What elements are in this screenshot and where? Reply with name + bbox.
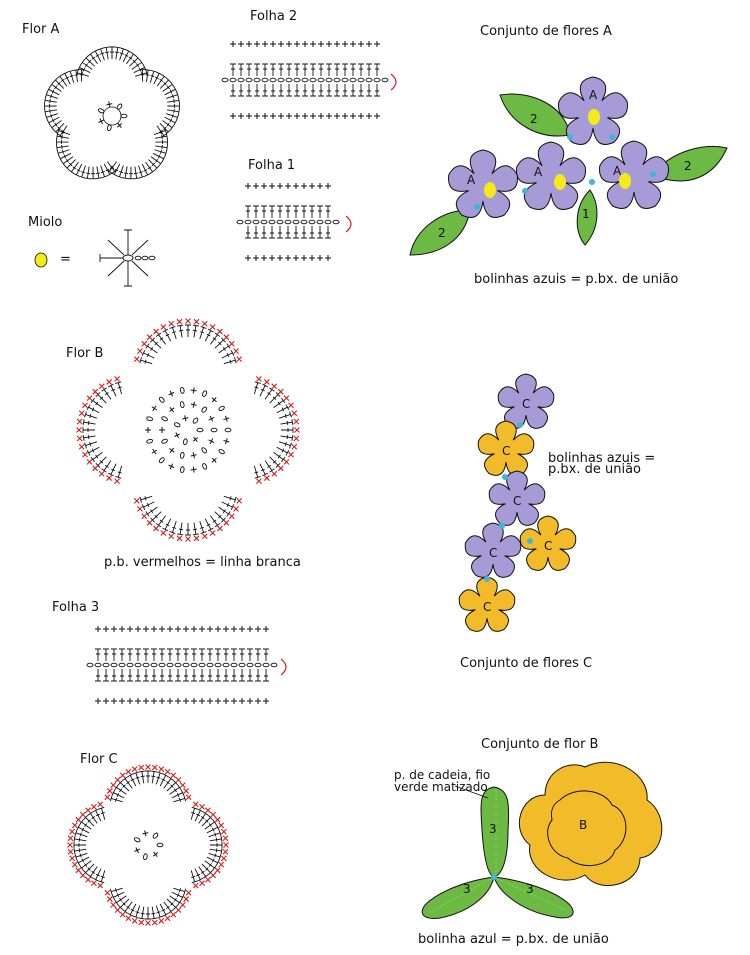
flower-letter-c: C	[522, 397, 530, 411]
leaf-number-left: 3	[463, 882, 471, 896]
flower-letter-a: A	[534, 165, 543, 179]
flower-letter-c: C	[513, 494, 521, 508]
leaf-1	[576, 189, 598, 246]
folha-2-label: Folha 2	[250, 9, 298, 24]
leaf-2-right	[651, 145, 728, 182]
flower-c: C	[458, 576, 516, 632]
miolo-swatch	[34, 252, 48, 268]
leaf-number-center: 1	[582, 207, 590, 221]
flower-letter-a: A	[589, 88, 598, 102]
flower-c: C	[497, 373, 555, 429]
folha-3-label: Folha 3	[52, 600, 100, 615]
folha-1-chart	[236, 182, 352, 262]
flower-letter-c: C	[483, 600, 491, 614]
flor-c-label: Flor C	[80, 752, 118, 767]
flower-a: A	[599, 140, 669, 209]
conjunto-a-title: Conjunto de flores A	[480, 24, 612, 39]
flower-a: A	[516, 141, 586, 210]
conjunto-flores-a: A A A A 2 2 2 1	[409, 76, 728, 256]
flor-a-label: Flor A	[22, 22, 60, 37]
flor-c-chart	[66, 763, 230, 927]
folha-3-chart	[86, 625, 287, 705]
leaf-number-right: 3	[526, 882, 534, 896]
flower-letter-c: C	[544, 539, 552, 553]
conjunto-c-title: Conjunto de flores C	[460, 656, 593, 671]
flower-c: C	[477, 420, 535, 476]
flower-a: A	[558, 76, 628, 145]
leaf-number-top-left: 2	[530, 112, 538, 126]
flower-letter-c: C	[489, 546, 497, 560]
p-b-vermelhos-note: p.b. vermelhos = linha branca	[104, 555, 301, 570]
flower-letter-a: A	[467, 173, 476, 187]
leaf-3-right	[493, 876, 574, 919]
conjunto-a-note: bolinhas azuis = p.bx. de união	[474, 272, 679, 287]
leaf-number-right: 2	[684, 159, 692, 173]
conjunto-b-title: Conjunto de flor B	[481, 737, 599, 752]
flower-b-yellow: B	[518, 761, 663, 886]
conjunto-b-note: bolinha azul = p.bx. de união	[418, 932, 609, 947]
folha-1-label: Folha 1	[248, 158, 296, 173]
conjunto-flor-b: 3 3 3 B	[421, 761, 663, 919]
flower-letter-c: C	[502, 444, 510, 458]
conjunto-c-note: bolinhas azuis = p.bx. de união	[548, 451, 656, 477]
miolo-equals: =	[60, 252, 71, 267]
conjunto-flores-c: C C C C C C	[458, 373, 577, 632]
flower-letter-a: A	[613, 164, 622, 178]
leaf-number-bottom-left: 2	[438, 226, 446, 240]
flower-letter-b: B	[579, 818, 587, 832]
flower-c: C	[464, 522, 522, 578]
miolo-chart	[99, 229, 156, 287]
folha-2-chart	[221, 40, 397, 120]
flor-b-label: Flor B	[66, 346, 104, 361]
flor-a-chart	[44, 46, 180, 180]
flor-b-chart	[75, 317, 301, 543]
leaf-number-top: 3	[489, 822, 497, 836]
flower-c: C	[519, 515, 577, 571]
miolo-label: Miolo	[28, 215, 63, 230]
flower-a: A	[448, 149, 518, 218]
p-cadeia-note: p. de cadeia, fio verde matizado	[394, 768, 491, 794]
leaf-2-bottom-left	[409, 209, 471, 256]
flower-c: C	[488, 470, 546, 526]
